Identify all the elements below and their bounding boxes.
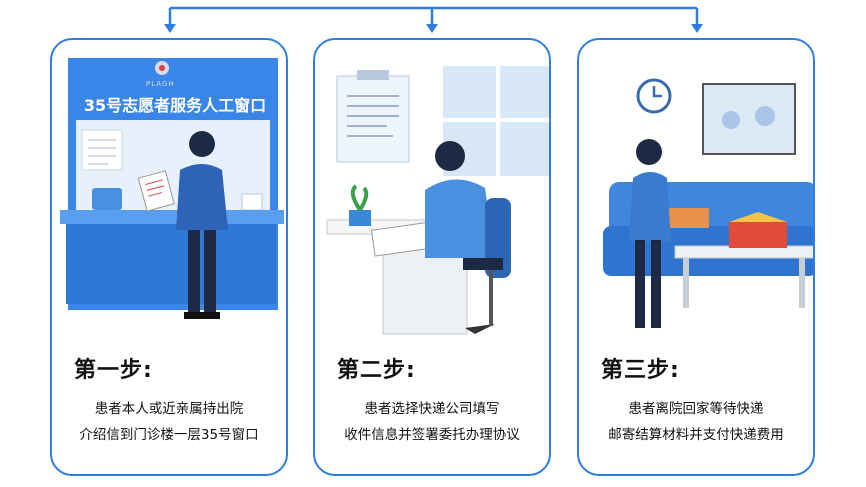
step-description: 患者离院回家等待快递 邮寄结算材料并支付快递费用: [579, 396, 813, 448]
desc-line: 患者本人或近亲属持出院: [94, 401, 244, 417]
desc-line: 患者离院回家等待快递: [628, 401, 764, 417]
logo: PLAGH: [146, 80, 175, 88]
home-waiting-illustration: [603, 78, 813, 328]
step-card-1: PLAGH 35号志愿者服务人工窗口 第一步: 患者本人或近亲属持出院 介绍信到…: [50, 38, 288, 476]
step-description: 患者选择快递公司填写 收件信息并签署委托办理协议: [315, 396, 549, 448]
desc-line: 邮寄结算材料并支付快递费用: [608, 427, 784, 443]
signing-agreement-illustration: [326, 66, 549, 335]
step-card-3: 第三步: 患者离院回家等待快递 邮寄结算材料并支付快递费用: [577, 38, 815, 476]
desc-line: 介绍信到门诊楼一层35号窗口: [79, 427, 259, 443]
window-sign: 35号志愿者服务人工窗口: [83, 96, 267, 115]
step-title: 第一步:: [74, 358, 153, 383]
step-title: 第三步:: [601, 358, 680, 383]
desc-line: 收件信息并签署委托办理协议: [344, 427, 520, 443]
step-description: 患者本人或近亲属持出院 介绍信到门诊楼一层35号窗口: [52, 396, 286, 448]
service-window-illustration: [60, 58, 284, 319]
desc-line: 患者选择快递公司填写: [364, 401, 500, 417]
step-title: 第二步:: [337, 358, 416, 383]
step-card-2: 第二步: 患者选择快递公司填写 收件信息并签署委托办理协议: [313, 38, 551, 476]
flow-connector: [164, 6, 703, 33]
